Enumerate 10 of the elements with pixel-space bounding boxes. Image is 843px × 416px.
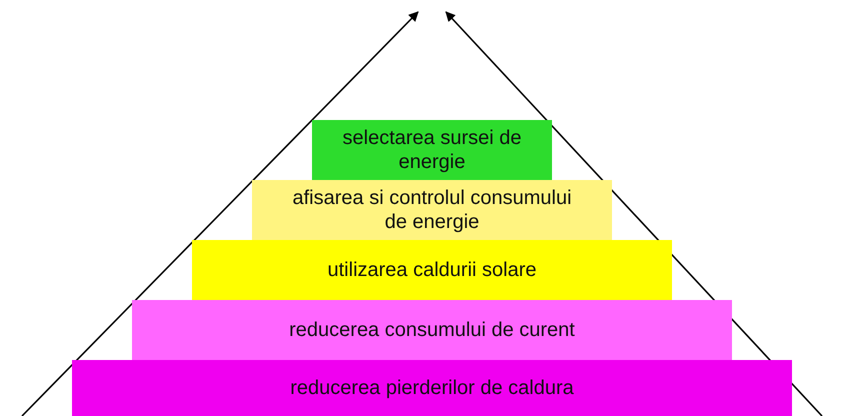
pyramid-tier — [192, 240, 672, 300]
pyramid-tier — [72, 360, 792, 416]
tier-label: selectarea sursei de energie — [342, 126, 522, 174]
tier-label: reducerea consumului de curent — [289, 318, 575, 342]
pyramid-tier — [312, 120, 552, 180]
tier-label: reducerea pierderilor de caldura — [290, 376, 574, 400]
pyramid-tier — [252, 180, 612, 240]
tier-label: utilizarea caldurii solare — [328, 258, 536, 282]
tier-label: afisarea si controlul consumului de energie — [292, 186, 572, 234]
pyramid-tier — [132, 300, 732, 360]
